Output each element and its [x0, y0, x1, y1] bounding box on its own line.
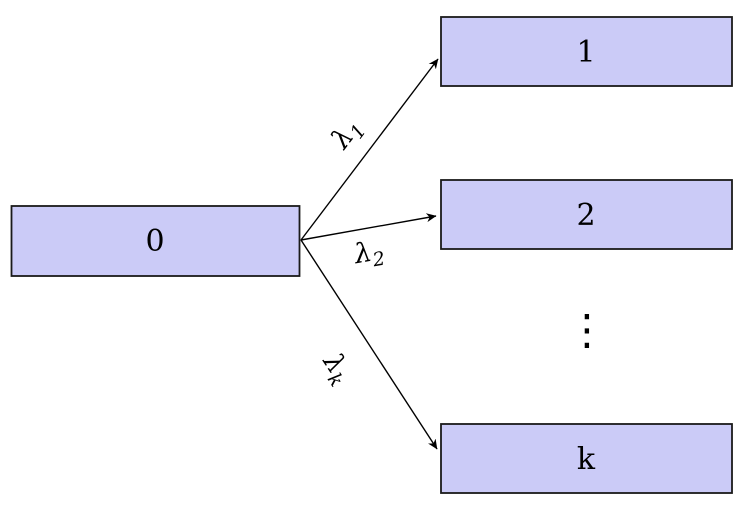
- state-node-0: 0: [10, 205, 301, 277]
- svg-text:λ2: λ2: [351, 235, 387, 275]
- svg-text:λk: λk: [313, 347, 359, 391]
- state-box-1: [440, 16, 733, 87]
- state-label-k: k: [577, 442, 596, 477]
- state-label-1: 1: [576, 35, 595, 70]
- rate-label-lambda-2: λ2: [351, 235, 387, 275]
- rate-subscript: 2: [370, 248, 387, 272]
- transition-arrow-0-to-2: [300, 213, 437, 241]
- state-node-k: k: [440, 423, 733, 494]
- rate-label-lambda-k: λk: [313, 347, 359, 391]
- transition-arrow-0-to-1: [300, 58, 439, 241]
- transition-arrow-0-to-k: [300, 239, 438, 450]
- state-label-2: 2: [576, 198, 595, 233]
- vertical-ellipsis-icon: ⋮: [566, 305, 608, 354]
- state-node-1: 1: [440, 16, 733, 87]
- state-box-2: [440, 179, 733, 250]
- svg-text:λ1: λ1: [325, 112, 371, 157]
- transition-arrows: [300, 58, 439, 450]
- state-box-0: [10, 205, 301, 277]
- state-label-0: 0: [145, 224, 164, 259]
- rate-label-lambda-1: λ1: [325, 112, 371, 157]
- rate-symbol: λ: [351, 237, 374, 271]
- state-node-2: 2: [440, 179, 733, 250]
- state-box-k: [440, 423, 733, 494]
